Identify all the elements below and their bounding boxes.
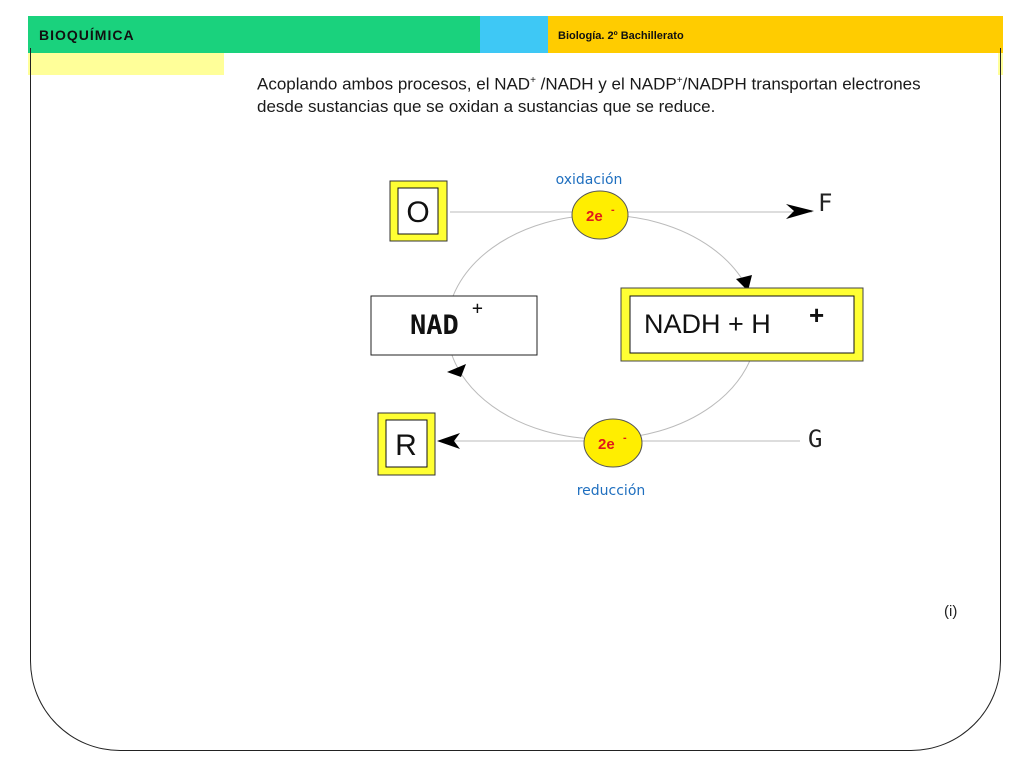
box-o-label: O xyxy=(406,196,429,229)
header-bar-yellow xyxy=(548,16,1003,53)
corner-mark: (i) xyxy=(944,603,958,620)
nad-sup: + xyxy=(472,298,483,319)
box-r-label: R xyxy=(395,429,417,462)
reduction-label: reducción xyxy=(577,483,646,499)
arrowhead-to-f xyxy=(786,204,814,219)
electron-top-label: 2e xyxy=(586,208,603,225)
slide-frame xyxy=(30,48,1001,751)
nad-label: NAD xyxy=(410,310,459,341)
header-title: BIOQUÍMICA xyxy=(39,27,135,43)
cycle-arrowhead-left xyxy=(447,364,466,377)
intro-sup2: + xyxy=(676,75,683,86)
header-bar-cyan xyxy=(480,16,548,53)
electron-bottom-label: 2e xyxy=(598,436,615,453)
oxidation-label: oxidación xyxy=(556,172,623,188)
electron-bottom-sup: - xyxy=(623,432,627,444)
electron-bottom: 2e - xyxy=(583,418,643,468)
box-o: O xyxy=(389,180,448,242)
intro-part2: /NADH y el NADP xyxy=(535,74,677,94)
label-f: F xyxy=(818,189,832,217)
nadh-sup: + xyxy=(809,300,824,330)
label-g: G xyxy=(808,425,822,453)
box-nad: NAD + xyxy=(370,295,538,356)
header-bar-green xyxy=(28,16,480,53)
electron-top: 2e - xyxy=(571,190,629,240)
electron-top-sup: - xyxy=(611,204,615,216)
arrowhead-to-r xyxy=(437,433,460,449)
header-subject: Biología. 2º Bachillerato xyxy=(558,30,684,42)
intro-part3: /NADPH transportan electrones desde sust… xyxy=(257,74,921,116)
intro-text: Acoplando ambos procesos, el NAD+ /NADH … xyxy=(257,70,937,118)
intro-part1: Acoplando ambos procesos, el NAD xyxy=(257,74,531,94)
cycle-arrowhead-right xyxy=(736,275,752,291)
nadh-label: NADH + H xyxy=(644,309,771,339)
box-r: R xyxy=(377,412,436,476)
intro-sup1: + xyxy=(530,75,536,86)
box-nadh: NADH + H + xyxy=(620,287,864,362)
